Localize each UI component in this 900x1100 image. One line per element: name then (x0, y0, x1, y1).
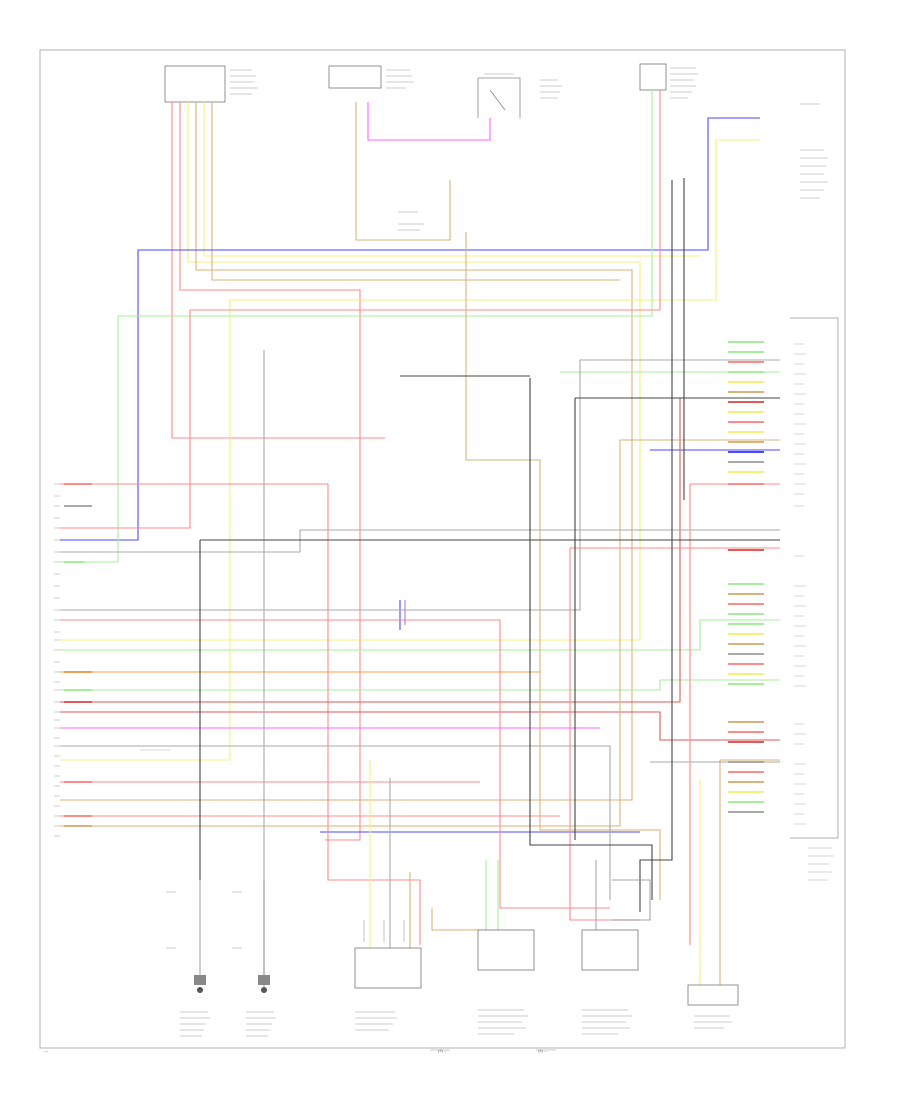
bottom-note-1: (4) ... (438, 1048, 447, 1053)
wire-black-3 (199, 375, 780, 880)
ecu-pin-labels (64, 341, 834, 881)
relay-component (477, 77, 521, 118)
sensor-box-1 (164, 65, 226, 103)
wire-yellow-3 (60, 139, 760, 761)
wire-gray-1 (60, 529, 780, 553)
wire-gray-3 (60, 359, 780, 611)
wire-group (54, 90, 780, 990)
wire-gray-4 (60, 745, 611, 900)
ecm-connector-bracket (790, 317, 839, 839)
footer-left-text: ... (44, 1048, 48, 1054)
sensor-box-2 (328, 65, 382, 89)
wire-tan-1 (60, 102, 633, 801)
wire-red-9 (689, 483, 780, 945)
wire-tan-5 (60, 439, 780, 827)
wire-pink-1 (367, 102, 491, 141)
wire-red-6 (60, 619, 610, 909)
wire-green-2 (60, 619, 780, 651)
wire-tan-7 (719, 759, 780, 990)
wire-tan-3 (355, 102, 451, 241)
wire-black-1 (639, 180, 673, 912)
bottom-components (166, 879, 739, 1051)
wire-green-3 (60, 679, 780, 691)
wire-darkred-2 (60, 711, 780, 741)
wire-black-4 (574, 397, 780, 840)
wire-blue-1 (60, 117, 760, 541)
wire-black-2 (529, 178, 685, 900)
wire-green-1 (60, 90, 653, 563)
wire-yellow-2 (203, 102, 700, 257)
wire-red-3 (60, 483, 421, 945)
diagram-frame (39, 49, 846, 1049)
wire-red-1 (171, 102, 385, 439)
wire-red-4 (60, 90, 661, 529)
wire-yellow-1 (60, 102, 641, 641)
wire-red-2 (179, 102, 361, 841)
wire-tan-2 (211, 102, 620, 281)
sensor-box-3 (639, 63, 667, 91)
top-components (164, 63, 828, 231)
bottom-note-2: (4) ... (538, 1048, 547, 1053)
wire-tan-4 (465, 232, 661, 900)
wire-blue-3 (320, 600, 640, 833)
